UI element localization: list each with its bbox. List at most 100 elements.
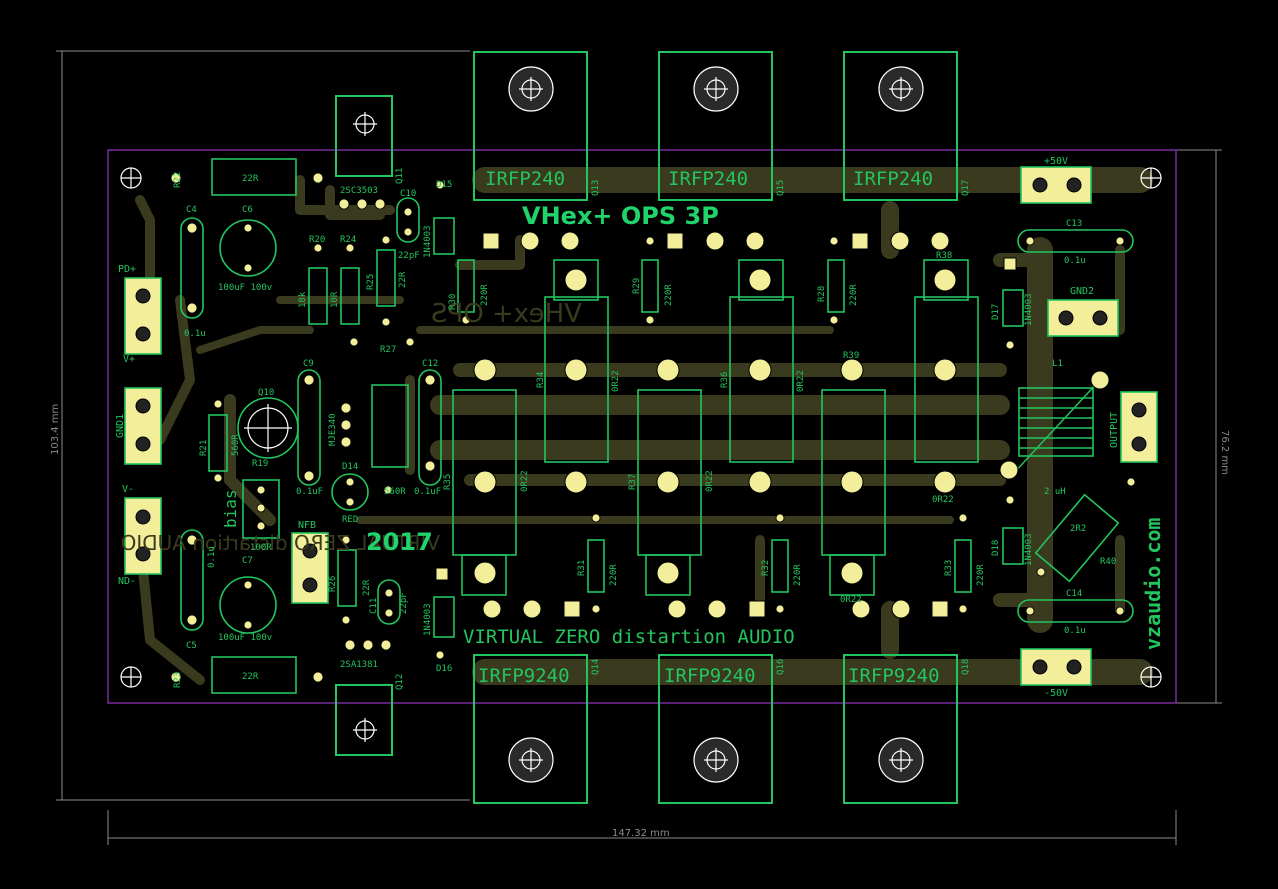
mosfet-top-1-part: IRFP240 — [485, 168, 565, 190]
label-output: OUTPUT — [1109, 412, 1120, 448]
dimension-width: 147.32 mm — [612, 828, 670, 839]
part-d17: 1N4003 — [1024, 293, 1034, 326]
board-title: VHex+ OPS 3P — [522, 202, 719, 230]
board-year: 2017 — [366, 528, 433, 556]
small-pads — [170, 172, 1136, 683]
ref-r35: R35 — [443, 474, 453, 490]
val-r31: 220R — [609, 564, 619, 586]
label-plus50: +50V — [1044, 156, 1068, 167]
label-pd-plus: PD+ — [118, 264, 136, 275]
ref-r38: R38 — [936, 251, 952, 261]
ref-r23: R23 — [173, 672, 183, 688]
inductor-coil — [1011, 379, 1101, 476]
val-c4: 0.1u — [184, 329, 206, 339]
ref-q10: Q10 — [258, 388, 274, 398]
square-pads — [435, 232, 1017, 618]
ref-d14: D14 — [342, 462, 358, 472]
mosfet-top-2-ref: Q15 — [776, 180, 786, 196]
val-r32: 220R — [793, 564, 803, 586]
ref-c14: C14 — [1066, 589, 1082, 599]
transistor-q10-heatsink — [244, 404, 292, 452]
mosfet-bodies-top — [335, 51, 958, 804]
dimension-lines — [56, 50, 1222, 845]
mirror-title: VHex+ OPS — [431, 299, 582, 329]
ref-r39: R39 — [843, 351, 859, 361]
ref-r20: R20 — [309, 235, 325, 245]
part-q11: 2SC3503 — [340, 186, 378, 196]
large-pads — [473, 231, 1110, 619]
val-c6: 100uF 100v — [218, 283, 272, 293]
val-or22-3: 0R22 — [520, 470, 530, 492]
ref-d16: D16 — [436, 664, 452, 674]
label-nfb: NFB — [298, 520, 316, 531]
val-r40: 2R2 — [1070, 524, 1086, 534]
val-c9: 0.1uF — [296, 487, 323, 497]
part-q10: MJE340 — [328, 413, 338, 446]
val-c11: 22pF — [399, 592, 409, 614]
val-r25: 22R — [398, 271, 408, 288]
resistor-bodies — [208, 158, 1094, 694]
ref-r24: R24 — [340, 235, 356, 245]
label-v-minus: V- — [122, 484, 134, 495]
r40-body — [1034, 493, 1120, 583]
val-c5: 0.1u — [207, 546, 217, 568]
mosfet-top-3-part: IRFP240 — [853, 168, 933, 190]
connector-pads — [135, 177, 1147, 675]
ref-c5: C5 — [186, 641, 197, 651]
ref-r32: R32 — [761, 560, 771, 576]
label-v-plus: V+ — [123, 354, 135, 365]
mosfet-top-3-ref: Q17 — [961, 180, 971, 196]
ref-r26: R26 — [328, 576, 338, 592]
val-or22-6: 0R22 — [840, 595, 862, 605]
val-r22: 22R — [242, 174, 259, 184]
ref-r19: R19 — [252, 459, 268, 469]
val-r24: 10R — [330, 291, 340, 308]
val-or22-1: 0R22 — [611, 370, 621, 392]
dimension-height-right: 76.2 mm — [1219, 430, 1230, 475]
val-r19: 100R — [250, 543, 272, 553]
val-r23: 22R — [242, 672, 259, 682]
val-r21: 560R — [231, 434, 241, 456]
val-r35: 560R — [384, 487, 406, 497]
ref-c10: C10 — [400, 189, 416, 199]
val-r20: 18k — [298, 291, 308, 308]
val-r30: 220R — [480, 284, 490, 306]
label-minus50: -50V — [1044, 688, 1068, 699]
capacitor-bodies — [180, 197, 1134, 634]
ref-c4: C4 — [186, 205, 197, 215]
val-c7: 100uF 100v — [218, 633, 272, 643]
ref-q12: Q12 — [395, 674, 405, 690]
ref-r28: R28 — [817, 286, 827, 302]
ref-c7: C7 — [242, 556, 253, 566]
connector-blocks — [124, 166, 1158, 686]
ref-r33: R33 — [944, 560, 954, 576]
val-l1: 2 uH — [1044, 487, 1066, 497]
ref-r25: R25 — [366, 274, 376, 290]
board-website: vzaudio.com — [1141, 518, 1165, 650]
ref-c11: C11 — [369, 598, 379, 614]
mosfet-bottom-1-ref: Q14 — [591, 659, 601, 675]
label-gnd2: GND2 — [1070, 286, 1094, 297]
ref-r27: R27 — [380, 345, 396, 355]
ref-r34: R34 — [536, 372, 546, 388]
part-d16: 1N4003 — [423, 603, 433, 636]
ref-d18: D18 — [991, 540, 1001, 556]
val-r26: 22R — [362, 579, 372, 596]
label-bias: bias — [221, 489, 240, 528]
mosfet-tab-holes — [353, 66, 924, 783]
ref-r30: R30 — [448, 294, 458, 310]
val-c14: 0.1u — [1064, 626, 1086, 636]
ref-r22: R22 — [173, 172, 183, 188]
ref-r29: R29 — [632, 278, 642, 294]
ref-r21: R21 — [199, 440, 209, 456]
val-c12: 0.1uF — [414, 487, 441, 497]
val-or22-2: 0R22 — [796, 370, 806, 392]
val-r29: 220R — [664, 284, 674, 306]
val-or22-5: 0R22 — [932, 495, 954, 505]
ref-r36: R36 — [720, 372, 730, 388]
ref-l1: L1 — [1052, 359, 1063, 369]
val-c10: 22pF — [398, 251, 420, 261]
label-gnd1: GND1 — [115, 414, 126, 438]
part-d18: 1N4003 — [1024, 533, 1034, 566]
